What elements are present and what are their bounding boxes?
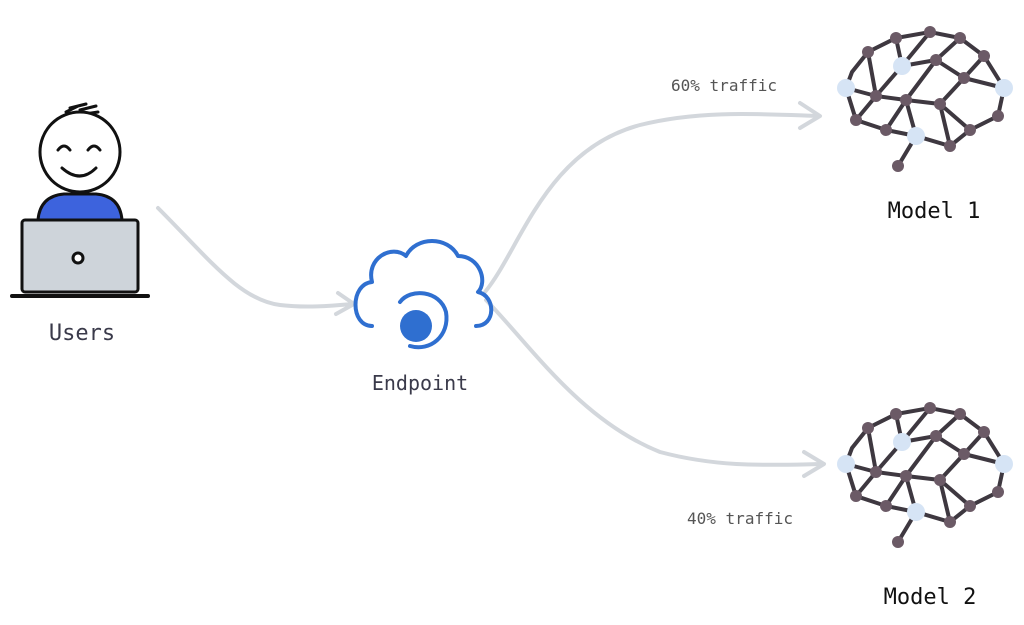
edge-label-model-1-traffic: 60% traffic	[671, 76, 777, 95]
cloud-endpoint-icon	[353, 239, 494, 350]
arrow-endpoint-to-model-1	[483, 101, 822, 294]
arrow-endpoint-to-model-2	[484, 298, 826, 478]
model-2-label: Model 2	[884, 585, 977, 610]
user-laptop-icon	[10, 102, 150, 298]
arrow-users-to-endpoint	[156, 206, 356, 316]
model-2-brain-icon	[837, 402, 1013, 548]
endpoint-label: Endpoint	[372, 371, 468, 395]
model-1-label: Model 1	[888, 199, 981, 224]
users-label: Users	[49, 321, 115, 346]
model-1-brain-icon	[837, 26, 1013, 172]
edge-label-model-2-traffic: 40% traffic	[687, 509, 793, 528]
